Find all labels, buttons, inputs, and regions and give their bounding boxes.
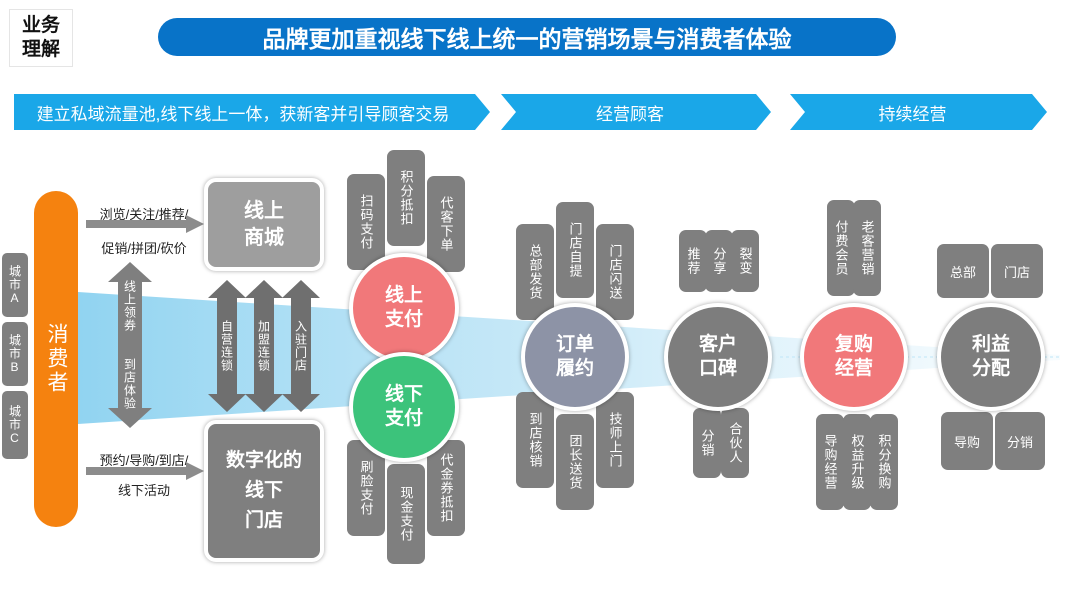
offline-pay-line1: 线下 — [384, 384, 423, 405]
repurchase-paid-member: 付费会员 — [827, 200, 855, 296]
wom-partner: 合伙人 — [721, 408, 749, 478]
tag-line2: 理解 — [21, 39, 60, 60]
customer-word-of-mouth-circle: 客户口碑 — [664, 303, 772, 411]
chevron-shape-3 — [790, 94, 1047, 130]
fulfillment-line1: 订单 — [555, 334, 594, 355]
online-channel-line2: 促销/拼团/砍价 — [101, 241, 187, 256]
pay-method-scan: 扫码支付 — [347, 174, 385, 270]
pay-method-points: 积分抵扣 — [387, 150, 425, 246]
store-link-settled: 入驻门店 — [293, 320, 308, 372]
consumer-pill: 消费者 — [34, 191, 78, 527]
online-pay-line1: 线上 — [384, 285, 423, 306]
wom-distribution: 分销 — [693, 408, 721, 478]
fulfill-store-verify: 到店核销 — [516, 392, 554, 488]
coupon-arrow-bottom-text: 到店体验 — [122, 358, 137, 410]
store-link-arrows — [208, 280, 320, 412]
fulfillment-line2: 履约 — [555, 358, 594, 379]
digital-offline-store-box: 数字化的线下门店 — [204, 420, 324, 562]
repurchase-points-redeem: 积分换购 — [870, 414, 898, 510]
fulfill-leader-delivery: 团长送货 — [556, 414, 594, 510]
fulfill-technician-visit: 技师上门 — [596, 392, 634, 488]
repurchase-line1: 复购 — [834, 334, 873, 355]
pay-method-face: 刷脸支付 — [347, 440, 385, 536]
chevron-banners — [14, 94, 1047, 130]
store-link-self-operated: 自营连锁 — [219, 320, 234, 372]
coupon-double-arrow — [108, 262, 152, 428]
online-payment-circle: 线上支付 — [349, 253, 459, 363]
online-mall-line1: 线上 — [244, 199, 284, 222]
profit-line2: 分配 — [971, 358, 1010, 379]
online-pay-line2: 支付 — [384, 309, 423, 330]
city-c: 城市C — [2, 391, 28, 459]
offline-store-line2: 线下 — [244, 480, 283, 501]
city-a: 城市A — [2, 253, 28, 317]
tag-line1: 业务 — [21, 15, 60, 36]
repurchase-guide-operation: 导购经营 — [816, 414, 844, 510]
store-link-franchise: 加盟连锁 — [256, 320, 271, 372]
offline-pay-line2: 支付 — [384, 408, 423, 429]
repurchase-rights-upgrade: 权益升级 — [843, 414, 871, 510]
profit-store: 门店 — [991, 244, 1043, 298]
chevron-shape-2 — [501, 94, 771, 130]
wom-line2: 口碑 — [698, 358, 737, 379]
fulfill-store-pickup: 门店自提 — [556, 202, 594, 298]
order-fulfillment-circle: 订单履约 — [521, 303, 629, 411]
business-understanding-tag: 业务理解 — [9, 9, 73, 67]
offline-channel-line2: 线下活动 — [117, 483, 170, 498]
online-channel-text: 浏览/关注/推荐/ 促销/拼团/砍价 — [88, 198, 200, 266]
online-channel-arrow — [86, 215, 204, 233]
city-b: 城市B — [2, 322, 28, 386]
pay-method-cash: 现金支付 — [387, 464, 425, 564]
online-channel-line1: 浏览/关注/推荐/ — [99, 207, 189, 222]
chevron-label-manage: 经营顾客 — [596, 104, 664, 124]
offline-channel-text: 预约/导购/到店/ 线下活动 — [88, 446, 200, 506]
store-link-arrow-1 — [208, 280, 246, 412]
repurchase-old-customer: 老客营销 — [853, 200, 881, 296]
profit-distribution-circle: 利益分配 — [937, 303, 1045, 411]
profit-distribution: 分销 — [995, 412, 1045, 470]
page-title: 品牌更加重视线下线上统一的营销场景与消费者体验 — [158, 18, 896, 56]
chevron-label-acquire: 建立私域流量池,线下线上一体，获新客并引导顾客交易 — [36, 104, 450, 124]
profit-hq: 总部 — [937, 244, 989, 298]
chevron-label-sustain: 持续经营 — [878, 104, 947, 124]
wom-fission: 裂变 — [731, 230, 759, 292]
offline-channel-arrow — [86, 462, 204, 480]
offline-store-line3: 门店 — [244, 510, 283, 531]
wom-share: 分享 — [705, 230, 733, 292]
offline-channel-line1: 预约/导购/到店/ — [99, 453, 189, 468]
store-link-arrow-2 — [245, 280, 283, 412]
coupon-arrow-top-text: 线上领券 — [122, 280, 137, 332]
wom-recommend: 推荐 — [679, 230, 707, 292]
chevron-shape-1 — [14, 94, 490, 130]
wom-line1: 客户 — [698, 334, 737, 355]
offline-payment-circle: 线下支付 — [349, 352, 459, 462]
online-mall-box: 线上商城 — [204, 178, 324, 271]
repurchase-line2: 经营 — [834, 358, 873, 379]
online-mall-line2: 商城 — [244, 226, 284, 249]
repurchase-circle: 复购经营 — [800, 303, 908, 411]
profit-line1: 利益 — [971, 334, 1010, 355]
profit-guide: 导购 — [941, 412, 993, 470]
fulfill-store-flash: 门店闪送 — [596, 224, 634, 320]
pay-method-agent-order: 代客下单 — [427, 176, 465, 272]
offline-store-line1: 数字化的 — [225, 450, 302, 471]
pay-method-voucher: 代金券抵扣 — [427, 440, 465, 536]
fulfill-hq-ship: 总部发货 — [516, 224, 554, 320]
store-link-arrow-3 — [282, 280, 320, 412]
